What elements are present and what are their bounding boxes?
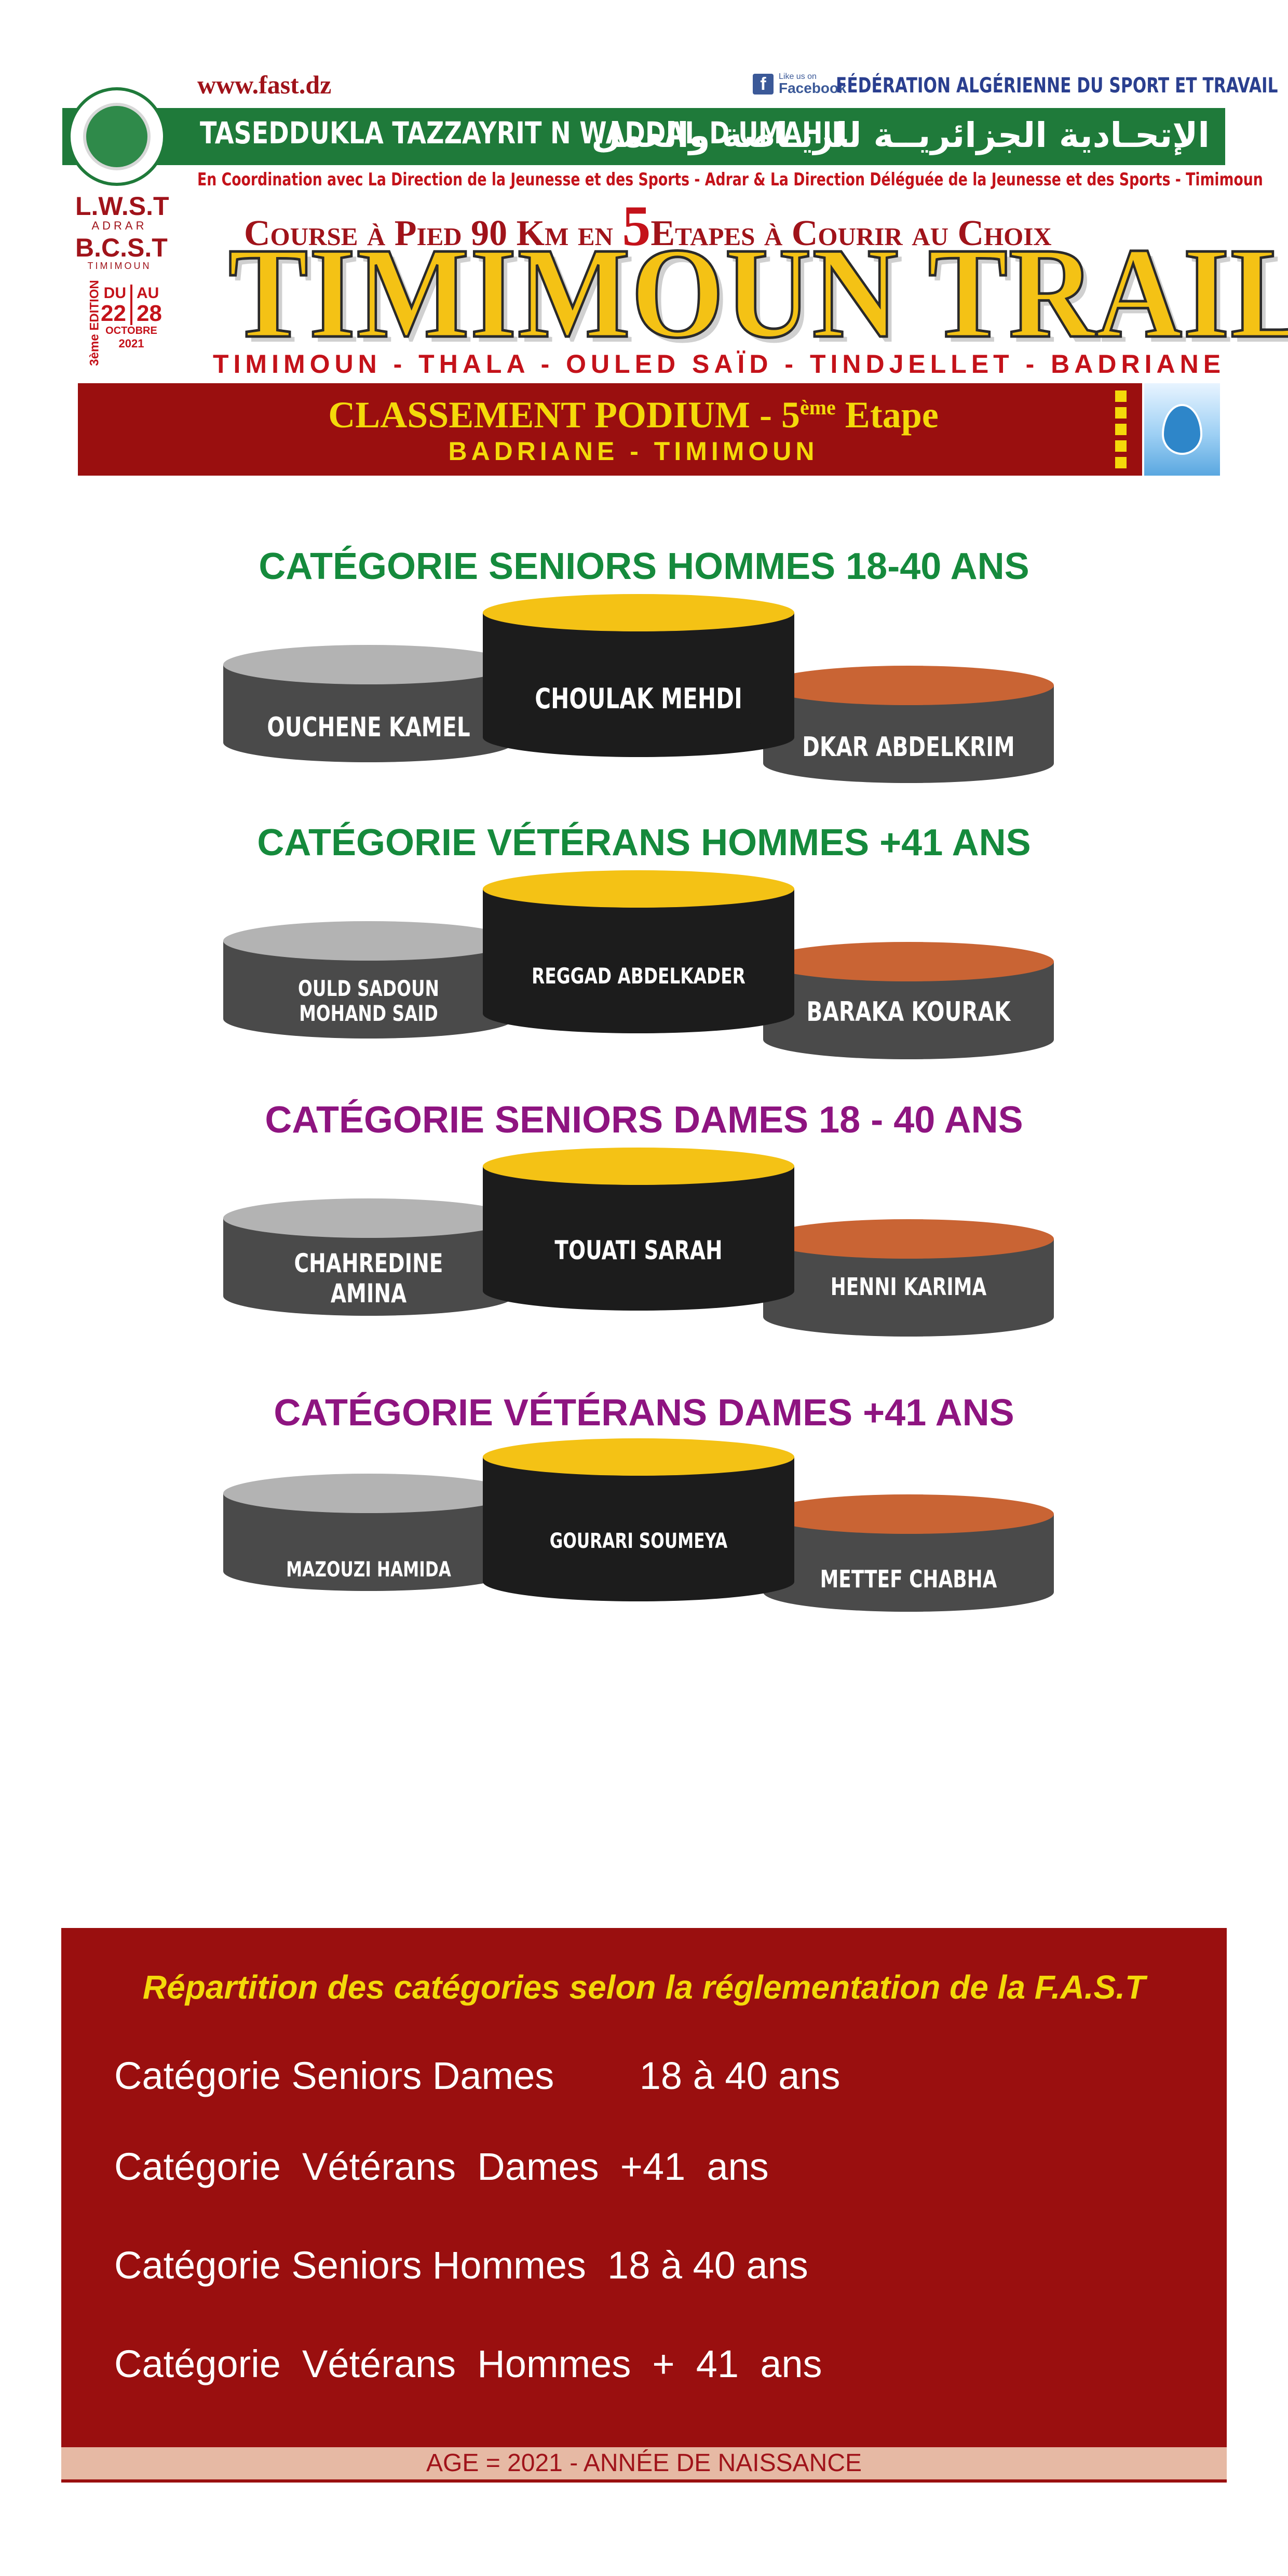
- second-place-name: CHAHREDINE AMINA: [255, 1248, 482, 1309]
- rules-heading: Répartition des catégories selon la régl…: [142, 1968, 1146, 2006]
- fb-like-small-text: Like us on: [779, 72, 817, 81]
- third-place-name: METTEF CHABHA: [820, 1565, 997, 1593]
- rule-row: Catégorie Seniors Hommes 18 à 40 ans: [114, 2244, 808, 2287]
- category-rules-panel: [61, 1928, 1227, 2447]
- category-title: CATÉGORIE VÉTÉRANS HOMMES +41 ANS: [257, 822, 1031, 864]
- course-description: Course à Pied 90 Km en 5Etapes à Courir …: [244, 194, 1052, 258]
- second-place-name: OUCHENE KAMEL: [267, 712, 470, 743]
- banner-subtitle: BADRIANE - TIMIMOUN: [448, 437, 819, 466]
- banner-title: CLASSEMENT PODIUM - 5ème Etape: [328, 394, 939, 436]
- lwst-text: L.W.S.T: [75, 192, 169, 221]
- second-place-name-line2: AMINA: [330, 1278, 407, 1309]
- podium-second-place: [223, 1198, 514, 1316]
- rule-row: Catégorie Seniors Dames 18 à 40 ans: [114, 2054, 840, 2097]
- podium-first-place: [483, 870, 794, 1033]
- third-place-name: BARAKA KOURAK: [806, 996, 1011, 1028]
- day-from: 22: [101, 301, 126, 326]
- podium-second-place: [223, 1474, 514, 1591]
- fb-like-big-text: Facebook: [779, 80, 847, 96]
- podium-third-place: [763, 942, 1054, 1059]
- category-title: CATÉGORIE VÉTÉRANS DAMES +41 ANS: [274, 1392, 1014, 1434]
- band-latin-text: TASEDDUKLA TAZZAYRIT N WADDAL D UMAHIL: [200, 115, 848, 151]
- podium-third-place: [763, 666, 1054, 783]
- green-title-band: [62, 108, 1225, 165]
- banner-dash-marks: [1115, 390, 1127, 468]
- band-arabic-text: الإتحـادية الجزائريــة للريـاضة والعمل: [591, 115, 1210, 155]
- first-place-name: CHOULAK MEHDI: [535, 682, 742, 715]
- stages-towns: TIMIMOUN - THALA - OULED SAÏD - TINDJELL…: [213, 349, 1226, 379]
- bcst-sub-text: TIMIMOUN: [87, 261, 152, 271]
- year-label: 2021: [118, 337, 144, 350]
- podium-third-place: [763, 1219, 1054, 1337]
- category-title: CATÉGORIE SENIORS DAMES 18 - 40 ANS: [265, 1099, 1023, 1141]
- podium-first-place: [483, 1438, 794, 1601]
- podium-graphic: [223, 594, 1054, 783]
- second-place-name-line2: MOHAND SAID: [299, 1001, 438, 1027]
- second-place-name: MAZOUZI HAMIDA: [286, 1558, 451, 1582]
- third-place-name: DKAR ABDELKRIM: [802, 732, 1015, 763]
- second-place-name-line1: OULD SADOUN: [298, 976, 439, 1001]
- first-place-name: REGGAD ABDELKADER: [532, 963, 745, 989]
- podium-first-place: [483, 1148, 794, 1311]
- bcst-text: B.C.S.T: [75, 233, 168, 262]
- federation-logo: [67, 87, 166, 186]
- second-place-name: OULD SADOUN MOHAND SAID: [255, 976, 482, 1027]
- age-note: AGE = 2021 - ANNÉE DE NAISSANCE: [61, 2447, 1227, 2483]
- day-to: 28: [137, 301, 162, 326]
- facebook-like-link[interactable]: f Like us on Facebook: [753, 73, 847, 96]
- coordination-line: En Coordination avec La Direction de la …: [197, 169, 1263, 190]
- lwst-label: L.W.S.T ADRAR: [75, 192, 169, 233]
- rule-row: Catégorie Vétérans Dames +41 ans: [114, 2145, 769, 2188]
- podium-third-place: [763, 1494, 1054, 1612]
- first-place-name: GOURARI SOUMEYA: [549, 1529, 728, 1553]
- federation-name: FÉDÉRATION ALGÉRIENNE DU SPORT ET TRAVAI…: [836, 74, 1278, 98]
- facebook-icon: f: [753, 74, 774, 95]
- website-url[interactable]: www.fast.dz: [197, 70, 332, 99]
- event-logo: [1142, 383, 1220, 476]
- podium-first-place: [483, 594, 794, 757]
- rule-row: Catégorie Vétérans Hommes + 41 ans: [114, 2342, 822, 2385]
- lwst-sub-text: ADRAR: [91, 219, 147, 232]
- podium-graphic: [223, 1438, 1054, 1612]
- first-place-name: TOUATI SARAH: [554, 1235, 723, 1265]
- podium-graphic: [223, 1148, 1054, 1337]
- month-label: OCTOBRE: [105, 325, 157, 336]
- podium-second-place: [223, 645, 514, 762]
- du-label: DU: [103, 285, 126, 302]
- event-title: TIMIMOUN TRAIL: [227, 221, 1288, 365]
- podium-second-place: [223, 921, 514, 1039]
- podium-graphic: [223, 870, 1054, 1059]
- bcst-label: B.C.S.T TIMIMOUN: [75, 233, 168, 272]
- third-place-name: HENNI KARIMA: [830, 1273, 987, 1301]
- podium-banner: [78, 383, 1220, 476]
- au-label: AU: [137, 285, 159, 302]
- category-title: CATÉGORIE SENIORS HOMMES 18-40 ANS: [259, 546, 1029, 587]
- second-place-name-line1: CHAHREDINE: [294, 1248, 443, 1278]
